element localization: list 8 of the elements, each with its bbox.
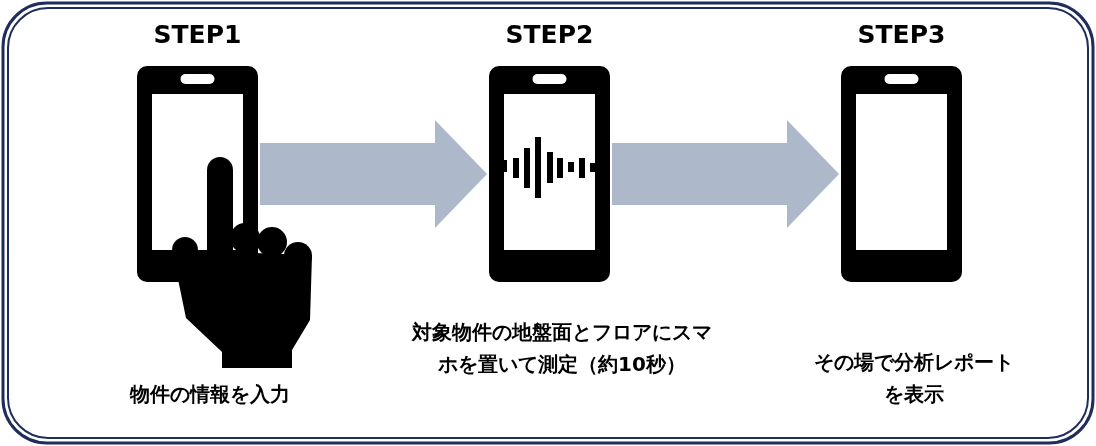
step-caption: その場で分析レポートを表示: [814, 349, 1014, 408]
step-heading: STEP3: [856, 20, 947, 50]
arrow: [612, 120, 839, 228]
step-caption: 物件の情報を入力: [128, 381, 291, 408]
step-heading: STEP1: [152, 20, 243, 50]
step-caption: 対象物件の地盤面とフロアにスマホを置いて測定（約10秒）: [412, 319, 712, 378]
arrow: [260, 120, 487, 228]
step-heading: STEP2: [504, 20, 595, 50]
